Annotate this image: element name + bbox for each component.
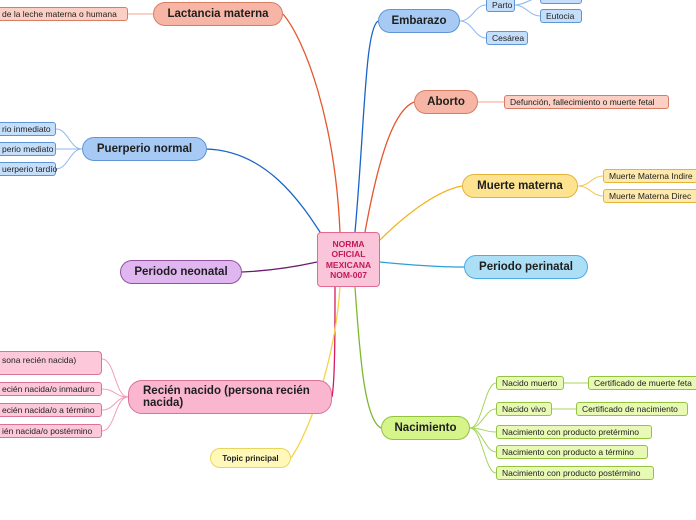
subnode-pretermino[interactable]: Nacimiento con producto pretérmino <box>496 425 652 439</box>
node-label: Topic principal <box>222 453 279 463</box>
subnode-nacido-muerto[interactable]: Nacido muerto <box>496 376 564 390</box>
central-topic-line3: MEXICANA <box>325 259 372 270</box>
node-aborto[interactable]: Aborto <box>414 90 478 114</box>
subnode-certificado-muerte-fetal[interactable]: Certificado de muerte feta <box>588 376 696 390</box>
node-periodo-neonatal[interactable]: Periodo neonatal <box>120 260 242 284</box>
link-neonatal <box>241 261 318 273</box>
subnode-puerperio-mediato[interactable]: perio mediato <box>0 142 56 156</box>
node-label: Embarazo <box>391 15 447 27</box>
subnode-puerperio-tardio[interactable]: uerperio tardío <box>0 162 57 176</box>
subnode-recien-termino[interactable]: ecién nacida/o a término <box>0 403 102 417</box>
link-puerperio <box>204 148 326 241</box>
node-periodo-perinatal[interactable]: Periodo perinatal <box>464 255 588 279</box>
subnode-eutocia[interactable]: Eutocia <box>540 9 582 23</box>
subnode-muerte-directa[interactable]: Muerte Materna Direc <box>603 189 696 203</box>
node-label: Nacimiento <box>394 422 457 434</box>
node-embarazo[interactable]: Embarazo <box>378 9 460 33</box>
node-muerte-materna[interactable]: Muerte materna <box>462 174 578 198</box>
subnode-certificado-nacimiento[interactable]: Certificado de nacimiento <box>576 402 688 416</box>
link-embarazo <box>354 20 379 233</box>
subnode-postermino[interactable]: Nacimiento con producto postérmino <box>496 466 654 480</box>
subnode-parto-hidden[interactable] <box>540 0 582 4</box>
link-aborto <box>364 101 415 233</box>
link-muerte <box>379 185 463 241</box>
central-topic-line2: OFICIAL <box>331 249 366 259</box>
subnode-muerte-indirecta[interactable]: Muerte Materna Indire <box>603 169 696 183</box>
node-topic-principal[interactable]: Topic principal <box>210 448 291 468</box>
node-label: Periodo neonatal <box>134 266 228 278</box>
subnode-cesarea[interactable]: Cesárea <box>486 31 528 45</box>
central-topic-line1: NORMA <box>332 238 365 249</box>
subnode-nacido-vivo[interactable]: Nacido vivo <box>496 402 552 416</box>
node-nacimiento[interactable]: Nacimiento <box>381 416 470 440</box>
subnode-recien-inmaduro[interactable]: ecién nacida/o inmaduro <box>0 382 102 396</box>
link-nacimiento <box>354 286 382 429</box>
node-label: Lactancia materna <box>167 8 269 20</box>
subnode-lactancia-1[interactable]: de la leche materna o humana <box>0 7 128 21</box>
node-label: Aborto <box>427 96 465 108</box>
node-recien-nacido[interactable]: Recién nacido (persona recién nacida) <box>128 380 332 414</box>
link-lactancia <box>282 13 341 233</box>
central-topic[interactable]: NORMA OFICIAL MEXICANA NOM-007 <box>317 232 380 287</box>
subnode-puerperio-inmediato[interactable]: rio inmediato <box>0 122 56 136</box>
subnode-defuncion[interactable]: Defunción, fallecimiento o muerte fetal <box>504 95 669 109</box>
link-topic <box>290 286 341 459</box>
subnode-recien-postermino[interactable]: ién nacida/o postérmino <box>0 424 102 438</box>
node-label: Periodo perinatal <box>479 261 573 273</box>
subnode-a-termino[interactable]: Nacimiento con producto a término <box>496 445 648 459</box>
central-topic-line4: NOM-007 <box>330 270 367 280</box>
node-label: Muerte materna <box>477 180 563 192</box>
link-perinatal <box>379 261 465 268</box>
link-recien <box>331 286 336 398</box>
node-label-line2: nacida) <box>143 397 184 409</box>
node-label-line1: Recién nacido (persona recién <box>143 385 310 397</box>
subnode-parto[interactable]: Parto <box>486 0 515 12</box>
node-lactancia-materna[interactable]: Lactancia materna <box>153 2 283 26</box>
node-puerperio-normal[interactable]: Puerperio normal <box>82 137 207 161</box>
node-label: Puerperio normal <box>96 143 193 155</box>
subnode-recien-1[interactable]: sona recién nacida) <box>0 351 102 375</box>
